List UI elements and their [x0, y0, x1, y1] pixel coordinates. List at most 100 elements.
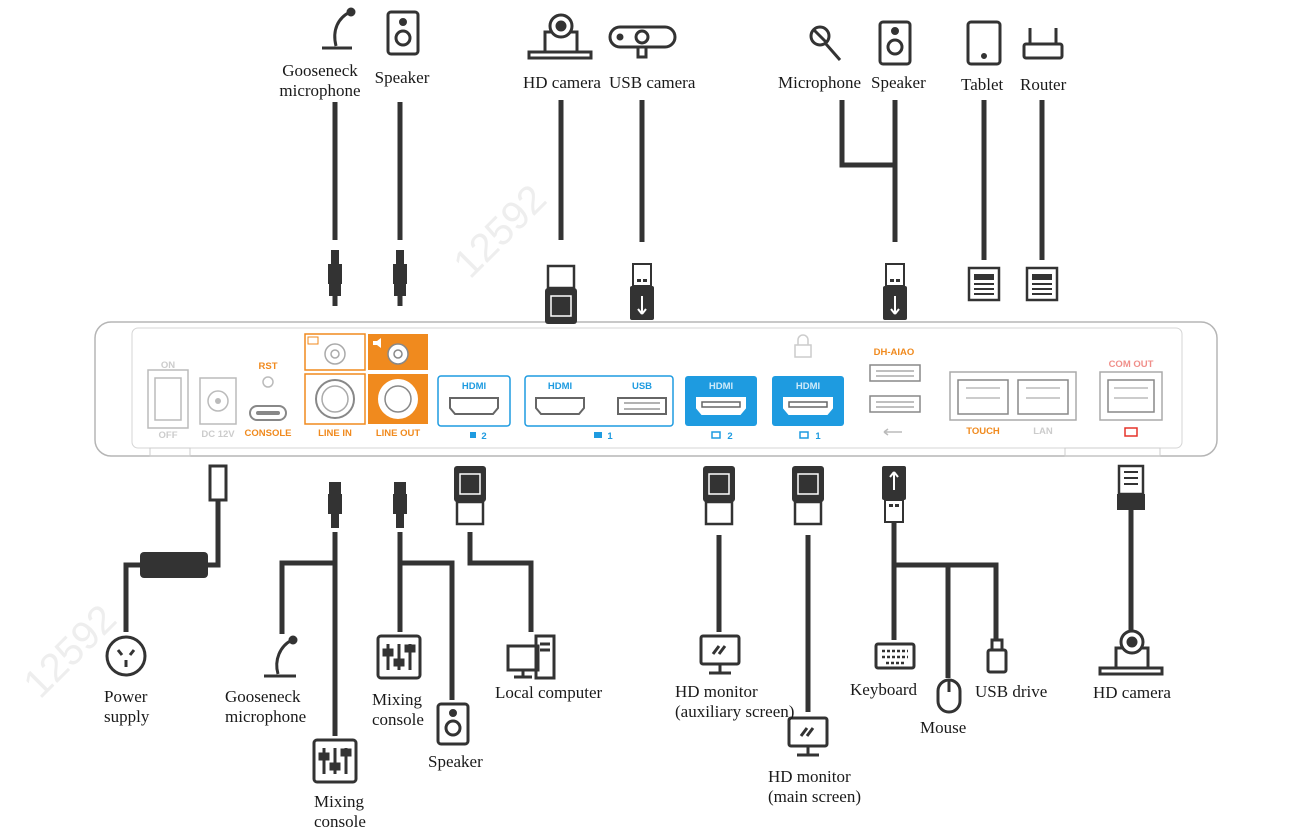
monitor-icon	[699, 634, 741, 675]
label-line: console	[372, 710, 424, 729]
video-input-1-group[interactable]: HDMI USB 1	[524, 375, 674, 442]
usb-drive-icon	[986, 638, 1008, 674]
lan-label: LAN	[1033, 426, 1053, 437]
hdmi-out-1-number: 1	[815, 431, 821, 442]
hdmi-in-2-number: 2	[481, 431, 486, 442]
presenter-icon	[470, 432, 476, 438]
label-line: HD monitor	[675, 682, 758, 701]
top-hd-camera-label: HD camera	[523, 73, 601, 92]
line-out-port[interactable]: LINE OUT	[368, 334, 428, 439]
usb-in-1-label: USB	[632, 381, 652, 392]
hdmi-input-2-port[interactable]: HDMI 2	[437, 375, 511, 442]
top-connectors	[328, 250, 1059, 326]
switch-off-label: OFF	[159, 430, 178, 441]
com-out-label: COM OUT	[1109, 359, 1154, 370]
monitor-small-icon	[799, 431, 809, 439]
camera-small-icon	[1124, 427, 1138, 437]
label-line: Gooseneck	[225, 687, 301, 706]
top-router-label: Router	[1020, 75, 1067, 94]
hd-monitor-main-label: HD monitor (main screen)	[768, 767, 861, 807]
usb-drive-label: USB drive	[975, 682, 1048, 701]
bottom-cables	[123, 500, 1134, 736]
speaker-icon	[386, 10, 420, 56]
label-line: (auxiliary screen)	[675, 702, 795, 721]
com-out-port[interactable]: COM OUT	[1099, 359, 1163, 437]
console-label: CONSOLE	[245, 428, 292, 439]
device-rear-panel: ON OFF DC 12V RST CONSOLE LINE IN	[94, 321, 1218, 457]
mixing-console-1-label: Mixing console	[314, 792, 366, 832]
tablet-icon	[966, 20, 1002, 66]
top-microphone-label: Microphone	[778, 73, 862, 92]
hdmi-output-1-port[interactable]: HDMI 1	[772, 334, 844, 442]
top-usb-camera-label: USB camera	[609, 73, 696, 92]
microphone-icon	[809, 25, 842, 61]
hd-camera-icon	[1098, 629, 1164, 676]
gooseneck-microphone-icon	[322, 7, 356, 50]
label-line: Power	[104, 687, 148, 706]
label-line: Mixing	[372, 690, 423, 709]
gooseneck-microphone-icon	[264, 635, 298, 678]
hdmi-out-1-label: HDMI	[796, 381, 820, 392]
label-line: Mixing	[314, 792, 365, 811]
lock-icon	[794, 344, 812, 358]
line-out-label: LINE OUT	[376, 428, 421, 439]
input-1-number: 1	[607, 431, 613, 442]
dc-power-port[interactable]: DC 12V	[199, 377, 237, 440]
bottom-gooseneck-label: Gooseneck microphone	[225, 687, 306, 727]
label-line: supply	[104, 707, 150, 726]
hdmi-out-2-label: HDMI	[709, 381, 733, 392]
usb-camera-icon	[608, 25, 677, 59]
switch-on-label: ON	[161, 360, 175, 371]
dc-power-label: DC 12V	[201, 429, 235, 440]
keyboard-label: Keyboard	[850, 680, 918, 699]
rst-label: RST	[259, 361, 278, 372]
label-line: (main screen)	[768, 787, 861, 806]
watermark: 12592	[445, 177, 555, 287]
label-line: Gooseneck	[282, 61, 358, 80]
top-tablet-label: Tablet	[961, 75, 1004, 94]
mixing-console-icon	[376, 634, 422, 680]
mixing-console-icon	[312, 738, 358, 784]
mouse-icon	[936, 678, 962, 714]
hd-camera-icon	[527, 13, 593, 60]
power-switch[interactable]: ON OFF	[147, 360, 189, 441]
local-computer-icon	[506, 634, 556, 680]
mixing-console-2-label: Mixing console	[372, 690, 424, 730]
reset-button[interactable]	[262, 376, 274, 388]
speaker-icon	[878, 20, 912, 66]
hdmi-in-2-label: HDMI	[462, 381, 486, 392]
top-gooseneck-label: Gooseneck microphone	[260, 61, 380, 101]
keyboard-icon	[874, 642, 916, 670]
top-speaker-1-label: Speaker	[374, 68, 430, 87]
usb-symbol-icon	[883, 428, 902, 436]
hdmi-output-2-port[interactable]: HDMI 2	[685, 376, 757, 442]
label-line: microphone	[279, 81, 361, 100]
speaker-icon	[436, 702, 470, 746]
label-line: HD monitor	[768, 767, 851, 786]
dh-aiao-label: DH-AIAO	[874, 347, 915, 358]
line-in-port[interactable]: LINE IN	[304, 333, 366, 439]
camera-small-icon	[594, 432, 602, 438]
top-cables	[332, 100, 1045, 306]
line-in-label: LINE IN	[318, 428, 352, 439]
hd-monitor-aux-label: HD monitor (auxiliary screen)	[675, 682, 794, 722]
monitor-icon	[787, 716, 829, 757]
network-ports[interactable]: TOUCH LAN	[949, 371, 1077, 437]
mouse-label: Mouse	[920, 718, 967, 737]
power-outlet-icon	[105, 635, 147, 677]
local-computer-label: Local computer	[495, 683, 603, 702]
power-supply-label: Power supply	[104, 687, 149, 727]
touch-label: TOUCH	[966, 426, 1000, 437]
top-speaker-2-label: Speaker	[871, 73, 926, 92]
hdmi-out-2-number: 2	[727, 431, 732, 442]
bottom-connectors	[140, 464, 1145, 578]
bottom-hd-camera-label: HD camera	[1093, 683, 1171, 702]
usb-ports[interactable]: DH-AIAO	[869, 347, 921, 436]
power-adapter-icon	[140, 552, 208, 578]
console-port[interactable]	[249, 405, 287, 421]
bottom-speaker-label: Speaker	[428, 752, 483, 771]
label-line: microphone	[225, 707, 307, 726]
hdmi-in-1-label: HDMI	[548, 381, 572, 392]
router-icon	[1022, 28, 1064, 60]
